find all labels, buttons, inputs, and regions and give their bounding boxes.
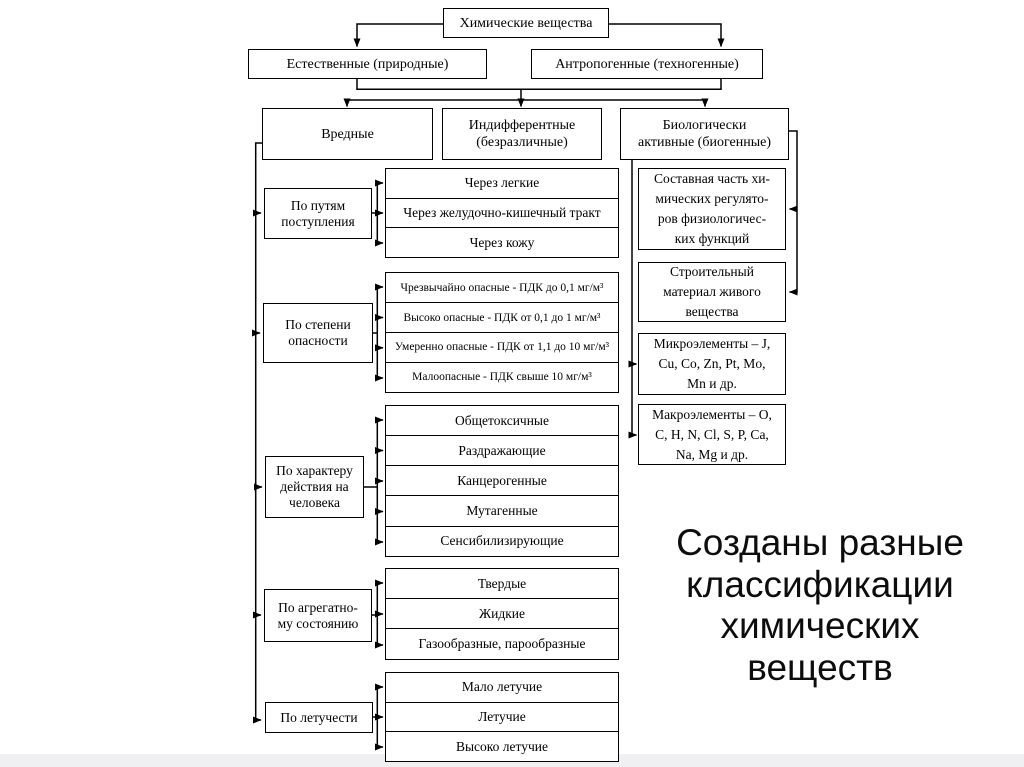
stack-item: Газообразные, парообразные xyxy=(385,628,619,660)
stack-item: Общетоксичные xyxy=(385,405,619,437)
stack-item-label: Умеренно опасные - ПДК от 1,1 до 10 мг/м… xyxy=(394,341,610,354)
harmful-box: Вредные xyxy=(262,108,433,160)
bio-box-building-material: Строительный материал живого вещества xyxy=(638,262,786,322)
stack-aggregate-state: Твердые Жидкие Газообразные, парообразны… xyxy=(385,568,619,660)
stack-item-label: Малоопасные - ПДК свыше 10 мг/м³ xyxy=(412,371,592,384)
stack-item-label: Через кожу xyxy=(469,234,535,250)
category-label: По степени опасности xyxy=(285,317,351,348)
stack-item-label: Раздражающие xyxy=(458,442,546,458)
stack-item-label: Чрезвычайно опасные - ПДК до 0,1 мг/м³ xyxy=(400,281,604,294)
category-label: По путям поступления xyxy=(281,197,355,229)
bio-box-text: Макроэлементы – O, C, H, N, Cl, S, P, Ca… xyxy=(652,406,772,462)
natural-box: Естественные (природные) xyxy=(248,49,487,79)
stack-item: Канцерогенные xyxy=(385,465,619,497)
stack-item-label: Через желудочно-кишечный тракт xyxy=(403,204,601,220)
stack-item-label: Через легкие xyxy=(464,175,540,191)
stack-item: Высоко летучие xyxy=(385,731,619,762)
bioactive-box: Биологически активные (биогенные) xyxy=(620,108,789,160)
stack-item: Чрезвычайно опасные - ПДК до 0,1 мг/м³ xyxy=(385,272,619,304)
stack-item: Твердые xyxy=(385,568,619,600)
bio-box-text: Строительный материал живого вещества xyxy=(663,264,761,319)
stack-hazard-degree: Чрезвычайно опасные - ПДК до 0,1 мг/м³ В… xyxy=(385,272,619,394)
category-box-intake-routes: По путям поступления xyxy=(264,188,372,239)
stack-item-label: Высоко летучие xyxy=(455,738,549,754)
stack-item-label: Высоко опасные - ПДК от 0,1 до 1 мг/м³ xyxy=(403,311,601,324)
stack-item-label: Жидкие xyxy=(479,606,525,621)
root-label: Химические вещества xyxy=(459,15,593,31)
stack-item: Умеренно опасные - ПДК от 1,1 до 10 мг/м… xyxy=(385,331,619,364)
caption-text: Созданы разные классификации химических … xyxy=(676,522,964,688)
category-box-volatility: По летучести xyxy=(265,702,373,733)
stack-item: Летучие xyxy=(385,701,619,733)
stack-item: Раздражающие xyxy=(385,435,619,467)
indifferent-label: Индифферентные (безразличные) xyxy=(468,118,576,150)
stack-item-label: Сенсибилизирующие xyxy=(440,533,564,549)
stack-item-label: Газообразные, парообразные xyxy=(418,636,586,652)
stack-item: Мало летучие xyxy=(385,672,619,703)
anthropogenic-label: Антропогенные (техногенные) xyxy=(555,56,739,72)
bio-box-regulators: Составная часть хи- мических регулято- р… xyxy=(638,168,786,250)
stack-item-label: Мутагенные xyxy=(466,503,538,519)
stack-item-label: Твердые xyxy=(477,575,527,591)
stack-item-label: Общетоксичные xyxy=(455,412,549,428)
category-label: По агрегатно- му состоянию xyxy=(277,599,359,631)
bio-box-text: Микроэлементы – J, Cu, Co, Zn, Pt, Mo, M… xyxy=(653,336,771,391)
category-label: По летучести xyxy=(280,709,358,725)
stack-item: Сенсибилизирующие xyxy=(385,525,619,558)
category-box-hazard-degree: По степени опасности xyxy=(263,303,373,363)
stack-item: Через легкие xyxy=(385,168,619,199)
stack-volatility: Мало летучие Летучие Высоко летучие xyxy=(385,672,619,762)
stack-item: Мутагенные xyxy=(385,495,619,527)
bio-box-text: Составная часть хи- мических регулято- р… xyxy=(654,171,770,246)
stack-item: Через желудочно-кишечный тракт xyxy=(385,197,619,229)
stack-item-label: Мало летучие xyxy=(461,679,543,695)
bioactive-label: Биологически активные (биогенные) xyxy=(638,118,771,150)
stack-item: Жидкие xyxy=(385,598,619,630)
bio-box-macroelements: Макроэлементы – O, C, H, N, Cl, S, P, Ca… xyxy=(638,404,786,465)
anthropogenic-box: Антропогенные (техногенные) xyxy=(531,49,763,79)
stack-item-label: Летучие xyxy=(478,708,526,724)
natural-label: Естественные (природные) xyxy=(286,56,449,72)
stack-item: Малоопасные - ПДК свыше 10 мг/м³ xyxy=(385,361,619,394)
indifferent-box: Индифферентные (безразличные) xyxy=(442,108,602,160)
category-box-aggregate-state: По агрегатно- му состоянию xyxy=(264,589,372,642)
category-box-effect-on-human: По характеру действия на человека xyxy=(265,456,364,518)
harmful-label: Вредные xyxy=(321,126,374,142)
stack-item: Высоко опасные - ПДК от 0,1 до 1 мг/м³ xyxy=(385,301,619,334)
stack-intake-routes: Через легкие Через желудочно-кишечный тр… xyxy=(385,168,619,258)
category-label: По характеру действия на человека xyxy=(276,463,353,510)
root-box: Химические вещества xyxy=(443,8,609,38)
bio-box-microelements: Микроэлементы – J, Cu, Co, Zn, Pt, Mo, M… xyxy=(638,333,786,395)
stack-effect-on-human: Общетоксичные Раздражающие Канцерогенные… xyxy=(385,405,619,558)
stack-item-label: Канцерогенные xyxy=(457,473,547,488)
stack-item: Через кожу xyxy=(385,227,619,258)
